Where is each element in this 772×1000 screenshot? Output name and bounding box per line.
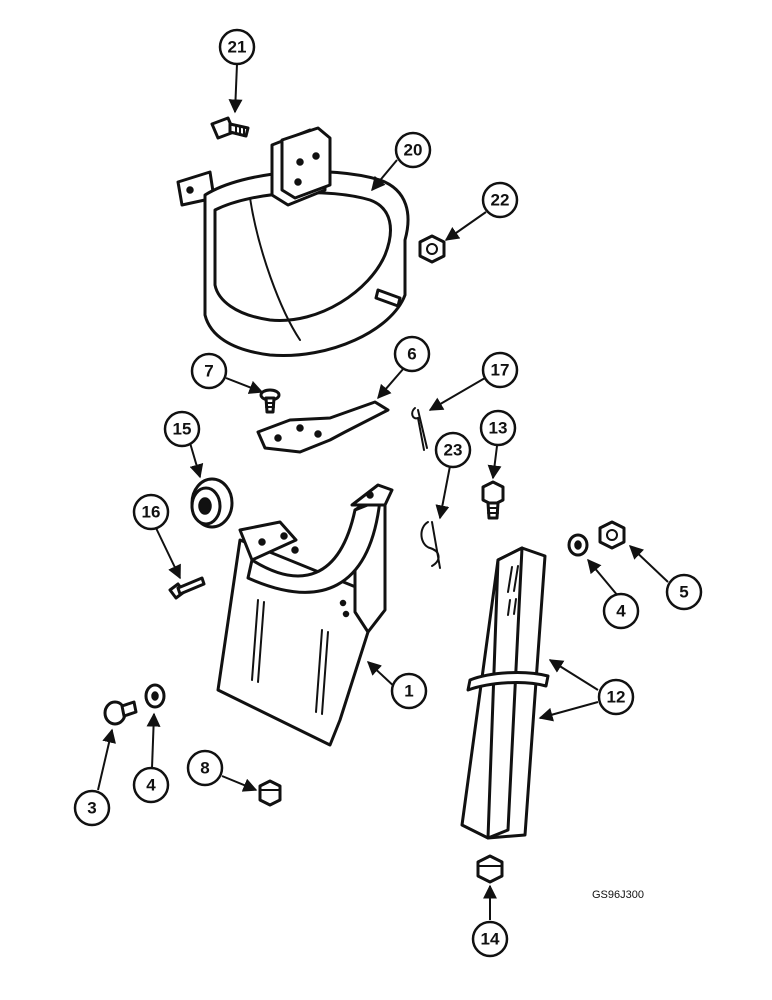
callout-4-right: 4 [602,592,640,630]
callout-label: 3 [87,799,96,818]
callout-15: 15 [163,410,201,448]
part-21-hex-bolt [210,116,250,140]
part-5-flange-nut [598,520,626,550]
part-17-cotter-pin [411,407,428,451]
part-6-bracket-plate [256,400,390,454]
callout-7: 7 [190,352,228,390]
callout-label: 13 [489,419,508,438]
callout-14: 14 [471,920,509,958]
callout-label: 15 [173,420,192,439]
leader-lines [97,63,669,920]
callout-label: 21 [228,38,247,57]
callout-3: 3 [73,789,111,827]
part-4-washer-left [144,683,166,709]
callout-5: 5 [665,573,703,611]
callout-13: 13 [479,409,517,447]
callout-label: 5 [679,583,688,602]
callout-8: 8 [186,749,224,787]
part-1-mount-bracket [216,483,394,747]
callout-label: 8 [200,759,209,778]
callout-23: 23 [434,431,472,469]
callout-6: 6 [393,335,431,373]
part-23-hair-pin [420,521,441,569]
part-4-washer-right [567,533,589,557]
part-20-ring-clamp [176,126,410,358]
part-22-flange-nut [418,234,446,264]
part-8-nut [258,779,282,807]
callout-4-left: 4 [132,766,170,804]
callout-1: 1 [390,672,428,710]
part-13-flange-bolt [481,480,505,520]
callout-12: 12 [597,678,635,716]
callout-22: 22 [481,181,519,219]
callout-label: 16 [142,503,161,522]
callout-16: 16 [132,493,170,531]
callout-label: 4 [616,602,626,621]
part-16-bolt [168,576,206,600]
callout-label: 12 [607,688,626,707]
callout-label: 22 [491,191,510,210]
part-7-screw [259,388,281,414]
callout-17: 17 [481,351,519,389]
callout-label: 17 [491,361,510,380]
callout-label: 23 [444,441,463,460]
reference-code: GS96J300 [592,889,644,901]
callout-label: 6 [407,345,416,364]
callout-20: 20 [394,131,432,169]
part-14-nut [476,854,504,884]
callout-label: 4 [146,776,156,795]
callout-label: 14 [481,930,500,949]
callout-label: 20 [404,141,423,160]
part-12-support-channel [460,546,550,840]
part-3-knob-bolt [103,700,138,726]
part-15-bearing [190,477,234,529]
callout-label: 1 [404,682,413,701]
callout-label: 7 [204,362,213,381]
callout-21: 21 [218,28,256,66]
